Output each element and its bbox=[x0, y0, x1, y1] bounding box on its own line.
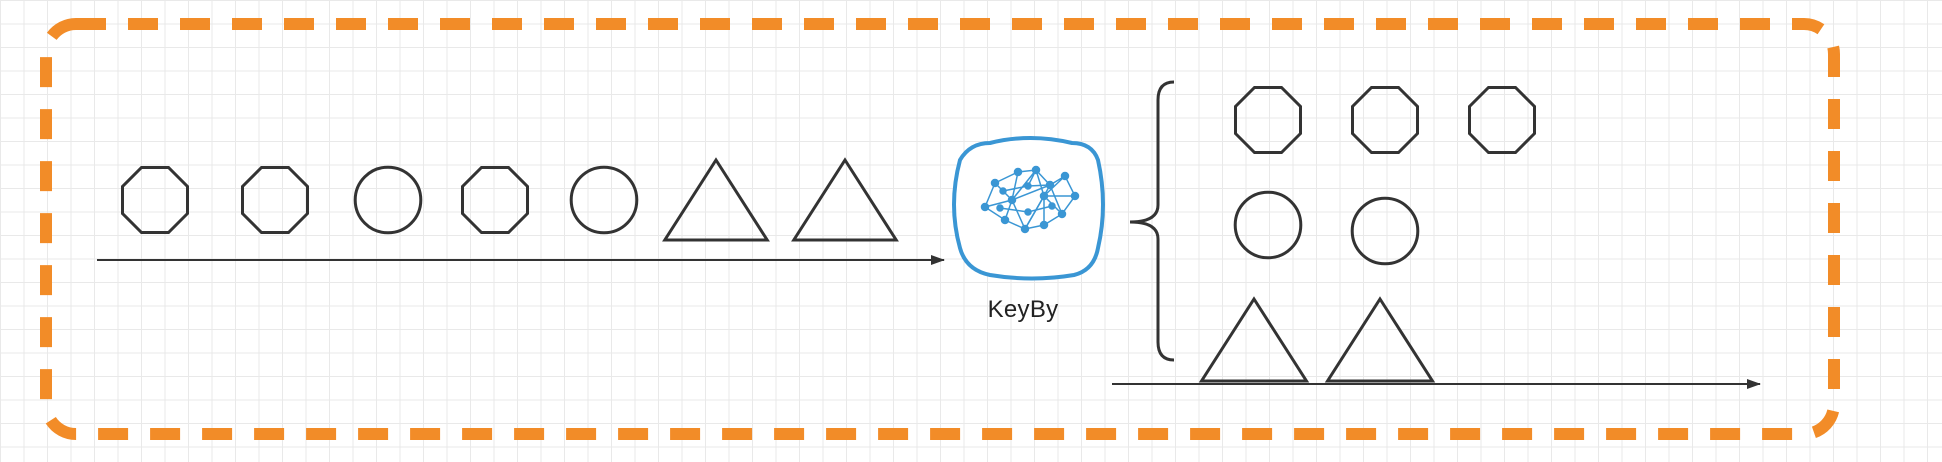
circle-icon bbox=[569, 165, 639, 235]
output-group-octagon bbox=[1234, 86, 1536, 154]
octagon-icon bbox=[1234, 86, 1302, 154]
input-stream bbox=[121, 157, 899, 242]
octagon-icon bbox=[1468, 86, 1536, 154]
network-brain-icon bbox=[980, 165, 1080, 234]
octagon-icon bbox=[1351, 86, 1419, 154]
octagon-icon bbox=[241, 166, 309, 234]
output-groups bbox=[1198, 86, 1536, 383]
circle-icon bbox=[1350, 196, 1420, 266]
circle-icon bbox=[1233, 190, 1303, 260]
output-group-triangle bbox=[1198, 296, 1436, 383]
keyby-operator bbox=[952, 136, 1105, 281]
grouping-brace bbox=[1129, 80, 1175, 362]
octagon-icon bbox=[461, 166, 529, 234]
keyby-label: KeyBy bbox=[987, 296, 1059, 323]
keyby-operator-box bbox=[952, 136, 1105, 281]
triangle-icon bbox=[1198, 296, 1310, 383]
dashed-frame-border bbox=[40, 18, 1840, 440]
triangle-icon bbox=[791, 157, 899, 242]
octagon-icon bbox=[121, 166, 189, 234]
triangle-icon bbox=[1324, 296, 1436, 383]
circle-icon bbox=[353, 165, 423, 235]
output-group-circle bbox=[1233, 190, 1420, 266]
triangle-icon bbox=[662, 157, 770, 242]
